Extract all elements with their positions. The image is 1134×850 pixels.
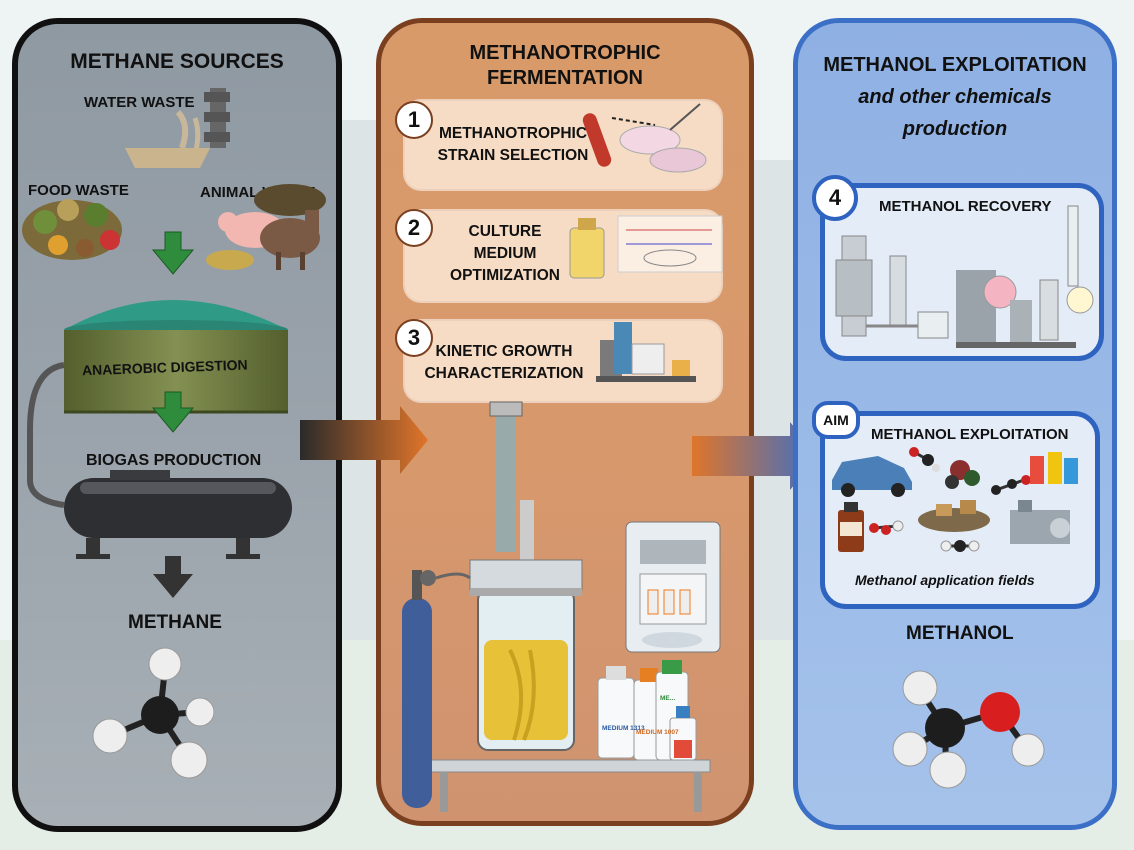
particles-icon bbox=[945, 460, 980, 489]
recovery-title: METHANOL RECOVERY bbox=[879, 198, 1052, 215]
step-number: 1 bbox=[395, 101, 433, 139]
step-kinetic-growth: KINETIC GROWTH CHARACTERIZATION bbox=[405, 321, 721, 401]
biogas-tank-icon bbox=[64, 470, 292, 559]
step-line: KINETIC GROWTH bbox=[435, 343, 573, 360]
flow-arrow-icon bbox=[300, 406, 428, 474]
title-line: FERMENTATION bbox=[487, 67, 643, 89]
food-waste-icon bbox=[22, 199, 122, 260]
bottle-label: MEDIUM 1313 bbox=[602, 725, 645, 732]
title-line: production bbox=[902, 118, 1008, 140]
molecule-icon bbox=[869, 520, 904, 535]
panel-title: METHANOL EXPLOITATION and other chemical… bbox=[798, 49, 1112, 145]
step-number: 2 bbox=[395, 209, 433, 247]
fields-caption: Methanol application fields bbox=[855, 572, 1035, 588]
arrow-down-icon bbox=[153, 556, 193, 598]
distillation-icon bbox=[835, 205, 1094, 348]
methanol-molecule-icon bbox=[892, 670, 1045, 789]
methane-label: METHANE bbox=[128, 612, 222, 633]
step-line: CHARACTERIZATION bbox=[424, 365, 584, 382]
step-label: CULTURE MEDIUM OPTIMIZATION bbox=[445, 221, 565, 287]
gas-cylinder-icon bbox=[402, 570, 471, 808]
panel-title: METHANOTROPHIC FERMENTATION bbox=[381, 41, 749, 91]
step-line: MEDIUM bbox=[473, 245, 537, 262]
arrow-down-icon bbox=[151, 231, 195, 275]
flow-arrow-icon bbox=[692, 422, 818, 490]
molecule-icon bbox=[940, 540, 980, 552]
lab-equipment-icon bbox=[596, 322, 696, 382]
water-waste-icon bbox=[125, 88, 230, 168]
water-waste-label: WATER WASTE bbox=[84, 94, 195, 111]
methane-molecule-icon bbox=[92, 647, 215, 779]
reagent-bottle-icon bbox=[838, 502, 864, 552]
molecule-icon bbox=[909, 447, 940, 472]
medium-bottle-icon bbox=[569, 215, 723, 279]
car-icon bbox=[832, 456, 912, 497]
title-line: and other chemicals bbox=[858, 86, 1052, 108]
industry-icon bbox=[918, 500, 990, 532]
pills-icon bbox=[1030, 452, 1078, 484]
factory-icon bbox=[1010, 500, 1070, 544]
exploit-title: METHANOL EXPLOITATION bbox=[871, 426, 1069, 443]
aim-badge: AIM bbox=[812, 401, 860, 439]
bioreactor-icon bbox=[429, 401, 711, 812]
panel-title: METHANE SOURCES bbox=[70, 50, 284, 73]
step-line: OPTIMIZATION bbox=[450, 267, 560, 284]
bottle-label: ME... bbox=[660, 695, 675, 702]
recirculation-pipe bbox=[27, 362, 65, 508]
step-label: KINETIC GROWTH CHARACTERIZATION bbox=[419, 341, 589, 385]
arrow-down-icon bbox=[151, 391, 195, 433]
step-label: METHANOTROPHIC STRAIN SELECTION bbox=[423, 123, 603, 167]
food-waste-label: FOOD WASTE bbox=[28, 182, 129, 199]
step-line: CULTURE bbox=[468, 223, 542, 240]
controller-icon bbox=[625, 521, 721, 653]
step-number: 3 bbox=[395, 319, 433, 357]
molecule-icon bbox=[991, 475, 1031, 495]
animal-waste-icon bbox=[206, 184, 326, 270]
step-number: 4 bbox=[812, 175, 858, 221]
title-line: METHANOL EXPLOITATION bbox=[823, 54, 1087, 76]
digestion-label: ANAEROBIC DIGESTION bbox=[82, 357, 248, 379]
media-bottles-icon bbox=[597, 660, 697, 761]
step-line: STRAIN SELECTION bbox=[437, 147, 589, 164]
petri-dish-icon bbox=[582, 103, 707, 173]
biogas-label: BIOGAS PRODUCTION bbox=[86, 452, 262, 469]
bottle-label: MEDIUM 1007 bbox=[636, 729, 679, 736]
step-line: METHANOTROPHIC bbox=[438, 125, 588, 142]
title-line: METHANOTROPHIC bbox=[469, 42, 661, 64]
methanol-label: METHANOL bbox=[906, 623, 1014, 644]
